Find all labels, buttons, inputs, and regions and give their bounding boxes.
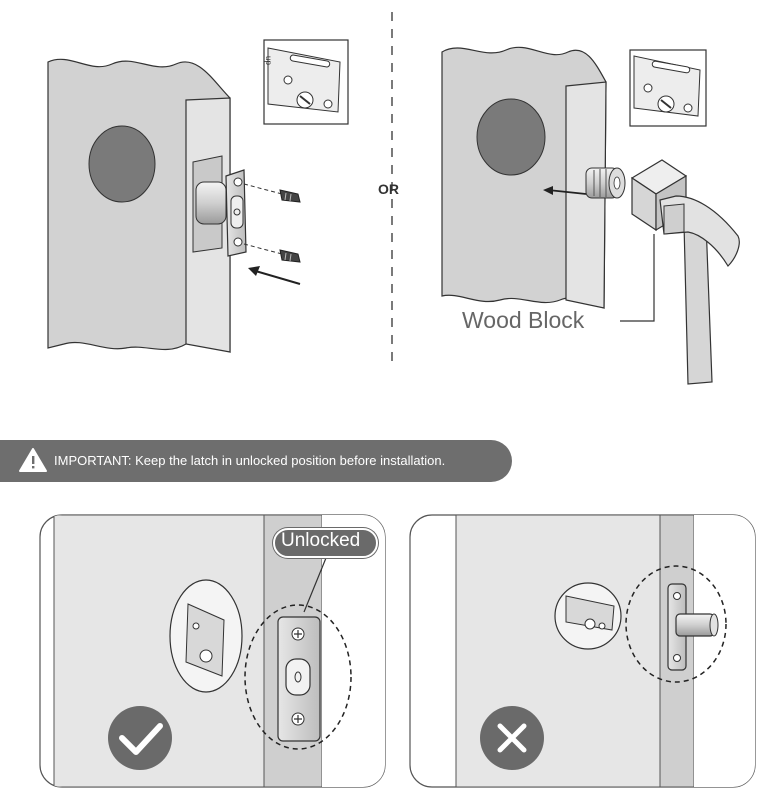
right-door [441,46,607,309]
warning-triangle-icon [19,448,47,472]
latch-detail-inset [629,49,707,127]
arrow-icon [248,266,301,285]
important-notice: IMPORTANT: Keep the latch in unlocked po… [54,453,446,468]
unlocked-callout-line [303,557,327,613]
important-banner-fill [0,440,512,482]
rear-view-detail [554,582,622,650]
wood-block-callout-line [620,234,655,322]
latch-plate-locked [667,583,719,671]
latch-assembly [195,169,247,257]
left-door [47,58,231,353]
checkmark-icon [108,706,172,770]
hammer-icon [659,195,740,385]
door-bore-hole [476,98,546,176]
highlight-circle [625,565,727,683]
or-label: OR [378,181,399,197]
door-bore-hole [88,125,156,203]
inset-lock-mark: up [264,56,273,65]
unlocked-label: Unlocked [281,530,361,551]
wood-block-label: Wood Block [462,307,585,333]
latch-cylinder [585,167,626,199]
rear-view-detail [169,579,243,693]
latch-detail-inset: up [263,39,349,125]
screw-icon [243,183,301,263]
cross-icon [480,706,544,770]
latch-plate-unlocked [277,616,321,742]
unlocked-badge [273,528,378,558]
highlight-circle [244,604,352,750]
arrow-icon [543,186,587,195]
